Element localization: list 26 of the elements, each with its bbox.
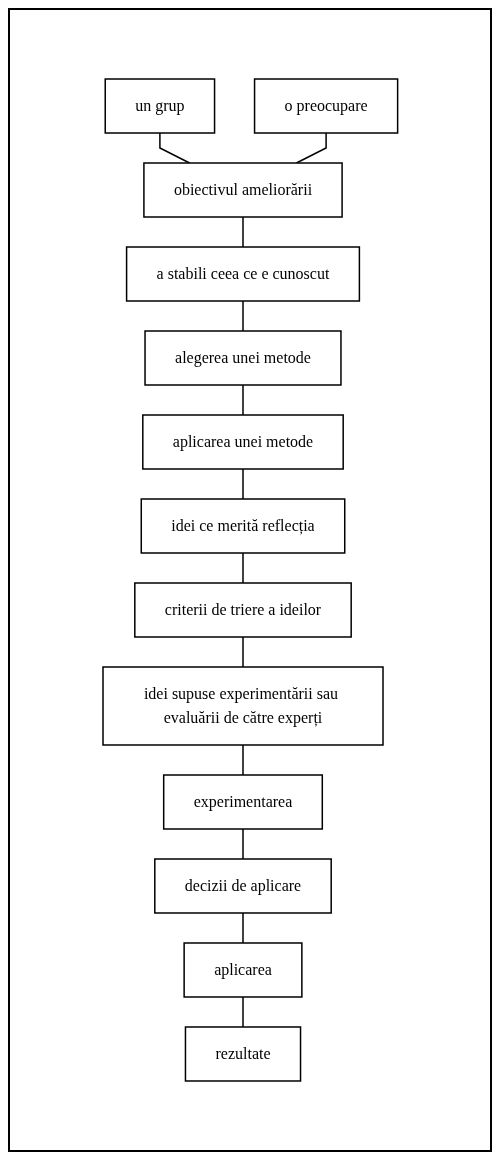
node-box <box>144 330 342 386</box>
connector <box>241 744 244 776</box>
node-box <box>140 498 346 554</box>
connector <box>241 552 244 584</box>
connector <box>241 300 244 332</box>
node-box <box>125 246 360 302</box>
node-box <box>141 414 344 470</box>
connector <box>241 996 244 1028</box>
connector <box>241 912 244 944</box>
node-box <box>184 1026 301 1082</box>
node-box <box>162 774 323 830</box>
connector <box>158 132 190 164</box>
node-box <box>133 582 352 638</box>
node-box <box>153 858 332 914</box>
node-box <box>142 162 343 218</box>
connector <box>241 384 244 416</box>
connector <box>295 132 327 164</box>
connector <box>241 828 244 860</box>
node-box <box>183 942 303 998</box>
node-box <box>101 666 384 746</box>
node-box <box>104 78 215 134</box>
connector <box>241 636 244 668</box>
frame-border: un grup o preocupare obiectivul ameliorării a stabili ceea ce e cunoscut alegerea unei metode aplicarea unei metode idei ce merită reflecția criterii de triere a ideilor idei supuse experimentării sau evaluării de către experți experimentarea decizii de aplicare aplicarea rezultate <box>8 8 492 1152</box>
node-box <box>253 78 399 134</box>
connector <box>241 216 244 248</box>
connector <box>241 468 244 500</box>
